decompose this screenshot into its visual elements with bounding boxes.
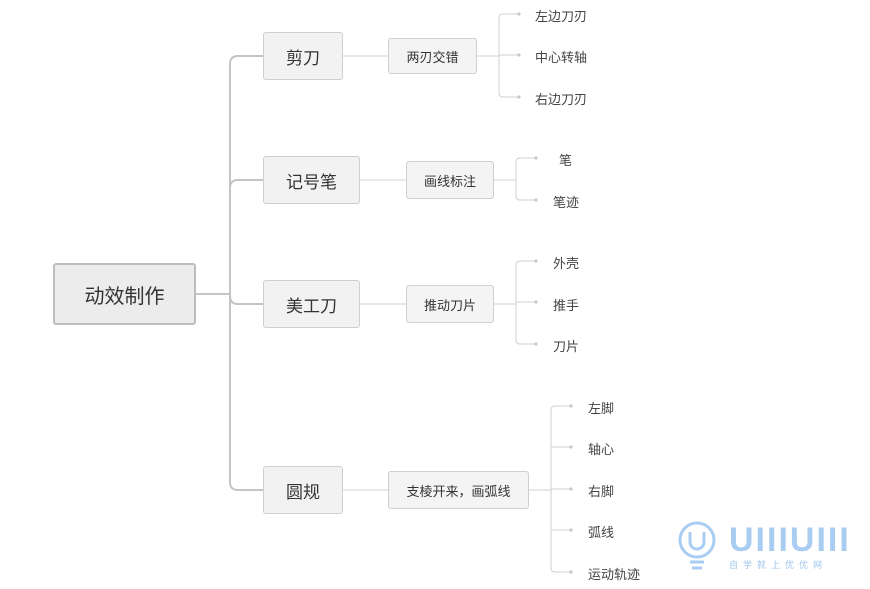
connector-line <box>498 13 518 19</box>
leaf-item: 中心转轴 <box>535 51 588 66</box>
leaf-item: 笔迹 <box>553 196 580 211</box>
connector-line <box>515 157 535 163</box>
connector-dot <box>569 570 573 574</box>
leaf-item: 外壳 <box>553 257 580 272</box>
root-node: 动效制作 <box>53 263 196 325</box>
leaf-item: 推手 <box>553 299 580 314</box>
connector-dot <box>517 95 521 99</box>
connector-dot <box>534 198 538 202</box>
branch-node-utility-knife: 美工刀 <box>263 280 360 328</box>
leaf-item: 刀片 <box>553 340 580 355</box>
leaf-item: 左边刀刃 <box>535 10 588 25</box>
leaf-item: 右脚 <box>588 485 615 500</box>
connector-dot <box>569 445 573 449</box>
action-node-utility-knife: 推动刀片 <box>406 285 494 323</box>
action-label: 两刃交错 <box>406 50 459 66</box>
connector-line <box>229 55 239 491</box>
action-node-compass: 支棱开来，画弧线 <box>388 471 529 509</box>
branch-node-scissors: 剪刀 <box>263 32 343 80</box>
connector-line <box>515 339 535 345</box>
connector-dot <box>534 156 538 160</box>
connector-dot <box>534 300 538 304</box>
leaf-item: 右边刀刃 <box>535 93 588 108</box>
branch-label: 剪刀 <box>286 48 320 69</box>
leaf-item: 笔 <box>559 154 573 169</box>
connector-dot <box>534 342 538 346</box>
connector-dot <box>534 259 538 263</box>
branch-label: 圆规 <box>286 482 320 503</box>
branch-node-compass: 圆规 <box>263 466 343 514</box>
connector-line <box>229 295 263 305</box>
action-node-marker: 画线标注 <box>406 161 494 199</box>
leaf-item: 弧线 <box>588 526 615 541</box>
connector-dot <box>569 528 573 532</box>
leaf-item: 轴心 <box>588 443 615 458</box>
leaf-item: 运动轨迹 <box>588 568 641 583</box>
connector-line <box>550 405 570 411</box>
connector-line <box>229 179 263 189</box>
action-label: 画线标注 <box>423 174 476 190</box>
leaf-item: 左脚 <box>588 402 615 417</box>
action-label: 支棱开来，画弧线 <box>406 484 511 500</box>
connector-dot <box>517 12 521 16</box>
root-label: 动效制作 <box>84 283 165 308</box>
lightbulb-logo-icon <box>678 521 716 570</box>
branch-label: 美工刀 <box>286 296 337 317</box>
connector-dot <box>569 487 573 491</box>
action-node-scissors: 两刃交错 <box>388 38 477 74</box>
connector-dot <box>517 53 521 57</box>
watermark-brand: UIIIUIII <box>729 521 851 559</box>
connector-dot <box>569 404 573 408</box>
branch-node-marker: 记号笔 <box>263 156 360 204</box>
connector-line <box>515 260 535 266</box>
connector-line <box>515 195 535 201</box>
action-label: 推动刀片 <box>423 298 476 314</box>
connector-line <box>498 92 518 98</box>
branch-label: 记号笔 <box>286 172 337 193</box>
watermark-tagline: 自学就上优优网 <box>729 561 828 571</box>
connector-line <box>550 567 570 573</box>
